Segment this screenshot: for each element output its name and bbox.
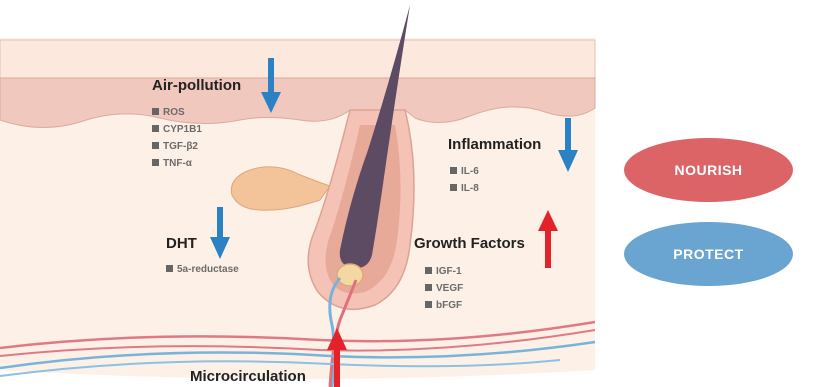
growth-factors-title: Growth Factors [414,235,525,252]
protect-label: PROTECT [673,246,743,262]
dht-title: DHT [166,235,197,252]
air-pollution-item: TGF-β2 [152,141,198,152]
air-pollution-title: Air-pollution [152,77,241,94]
bullet-square-icon [450,167,457,174]
microcirculation-title: Microcirculation [190,368,306,385]
bullet-square-icon [425,301,432,308]
epidermis-layer [0,40,595,78]
nourish-button[interactable]: NOURISH [624,138,793,202]
bullet-square-icon [152,125,159,132]
growth-factors-item: IGF-1 [425,266,462,277]
growth-factors-item: bFGF [425,300,462,311]
inflammation-title: Inflammation [448,136,541,153]
bullet-square-icon [425,284,432,291]
air-pollution-item: ROS [152,107,185,118]
bullet-square-icon [450,184,457,191]
growth-factors-item: VEGF [425,283,463,294]
air-pollution-item: CYP1B1 [152,124,202,135]
bullet-square-icon [166,265,173,272]
nourish-label: NOURISH [674,162,742,178]
air-pollution-item: TNF-α [152,158,192,169]
inflammation-item: IL-8 [450,183,479,194]
dht-item: 5a-reductase [166,264,239,275]
bullet-square-icon [152,159,159,166]
bullet-square-icon [152,108,159,115]
bullet-square-icon [425,267,432,274]
inflammation-item: IL-6 [450,166,479,177]
bullet-square-icon [152,142,159,149]
protect-button[interactable]: PROTECT [624,222,793,286]
hair-bulb [337,264,363,286]
